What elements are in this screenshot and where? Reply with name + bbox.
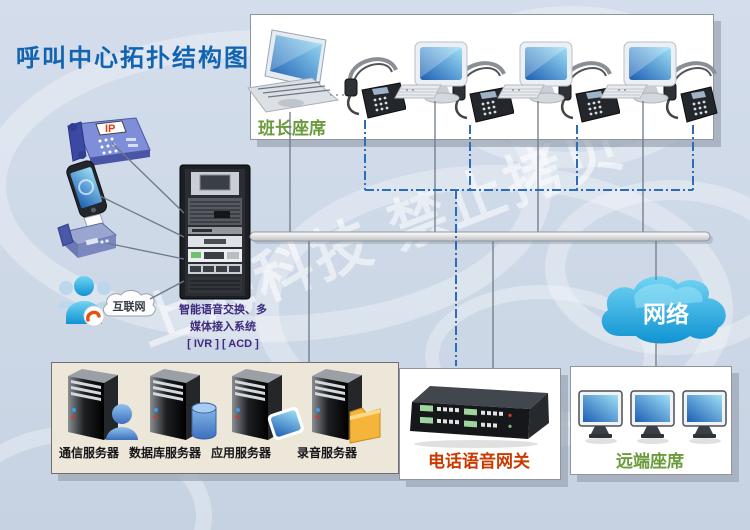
agent-monitor — [519, 41, 573, 104]
agent-keyboard — [600, 84, 648, 99]
remote-monitor — [578, 390, 623, 444]
rack-system-label: 智能语音交换、多 媒体接入系统 [ IVR ] [ ACD ] — [148, 302, 298, 353]
recording-server-label: 录音服务器 — [296, 446, 357, 460]
remote-monitor — [682, 390, 727, 444]
remote-seat-label: 远端座席 — [616, 452, 684, 471]
comm-server — [68, 369, 138, 440]
agent-keyboard — [497, 84, 545, 99]
remote-monitor — [630, 390, 675, 444]
database-server-label: 数据库服务器 — [128, 446, 201, 460]
internet-cloud-label: 互联网 — [113, 299, 146, 313]
rack-label-line1: 智能语音交换、多 — [179, 304, 267, 316]
internet-cloud: 互联网 — [103, 290, 156, 317]
internet-caller-person — [56, 276, 115, 327]
agent-keyboard — [394, 84, 442, 99]
voice-gateway-device — [410, 386, 549, 448]
agent-monitor — [414, 41, 468, 104]
fax-machine — [57, 213, 118, 258]
voice-gateway-label: 电话语音网关 — [428, 452, 530, 471]
app-server-label: 应用服务器 — [210, 446, 271, 460]
database-server — [150, 369, 217, 440]
rack-label-line3: [ IVR ] [ ACD ] — [187, 338, 259, 351]
ivr-acd-rack — [179, 164, 251, 300]
network-cloud-label: 网络 — [643, 301, 689, 327]
ip-badge: IP — [105, 123, 115, 135]
network-cloud: 网络 — [601, 276, 726, 344]
rack-label-line2: 媒体接入系统 — [190, 321, 256, 334]
recording-server — [312, 369, 381, 444]
mobile-phone — [66, 160, 108, 218]
supervisor-laptop — [247, 29, 340, 113]
headset-phone — [344, 57, 406, 119]
comm-server-label: 通信服务器 — [58, 446, 119, 460]
agent-monitor — [623, 41, 677, 104]
page-title: 呼叫中心拓扑结构图 — [16, 45, 250, 72]
application-server — [232, 369, 304, 441]
supervisor-seat-label: 班长座席 — [258, 119, 326, 138]
